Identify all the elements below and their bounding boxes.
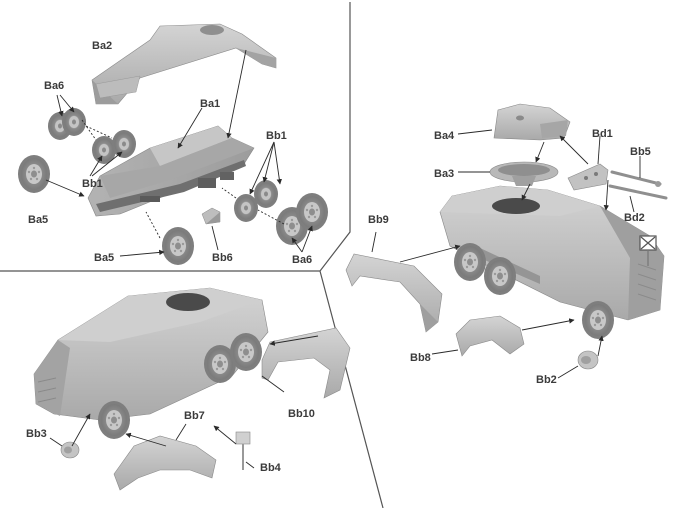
label-bb8: Bb8 bbox=[410, 352, 431, 364]
label-ba2: Ba2 bbox=[92, 40, 113, 52]
chassis-part-ba1 bbox=[87, 125, 255, 217]
panel-dividers bbox=[0, 2, 384, 508]
small-part-bb6 bbox=[201, 207, 221, 225]
label-bb4: Bb4 bbox=[260, 462, 281, 474]
label-bb9: Bb9 bbox=[368, 214, 389, 226]
turret-top-ba4 bbox=[493, 103, 571, 141]
fender-part-bb10 bbox=[261, 327, 351, 399]
label-ba3: Ba3 bbox=[434, 168, 455, 180]
label-bb3: Bb3 bbox=[26, 428, 47, 440]
label-bb10: Bb10 bbox=[288, 408, 315, 420]
hub-part-bb3 bbox=[60, 441, 80, 459]
armament-part-bd1 bbox=[567, 163, 609, 191]
label-ba5-bottom: Ba5 bbox=[94, 252, 115, 264]
fender-part-bb8 bbox=[455, 315, 525, 357]
hub-part-bb2 bbox=[577, 350, 599, 370]
fender-part-bb9 bbox=[345, 253, 443, 333]
vehicle-assembly-left bbox=[33, 287, 269, 439]
label-bb7: Bb7 bbox=[184, 410, 205, 422]
leader-lines bbox=[45, 49, 641, 469]
label-ba1: Ba1 bbox=[200, 98, 221, 110]
label-ba6-top: Ba6 bbox=[44, 80, 65, 92]
label-ba5-left: Ba5 bbox=[28, 214, 49, 226]
turret-base-ba3 bbox=[489, 161, 559, 186]
sign-part-bb4 bbox=[235, 431, 251, 470]
label-ba4: Ba4 bbox=[434, 130, 455, 142]
fender-part-bb7 bbox=[113, 435, 217, 491]
label-bb2: Bb2 bbox=[536, 374, 557, 386]
label-bb1-right: Bb1 bbox=[266, 130, 287, 142]
vehicle-assembly-right bbox=[439, 185, 665, 339]
label-bd2: Bd2 bbox=[624, 212, 645, 224]
label-bd1: Bd1 bbox=[592, 128, 613, 140]
label-ba6-bottom: Ba6 bbox=[292, 254, 313, 266]
label-bb1-left: Bb1 bbox=[82, 178, 103, 190]
label-bb6: Bb6 bbox=[212, 252, 233, 264]
hull-top-part-ba2 bbox=[91, 23, 277, 105]
label-bb5: Bb5 bbox=[630, 146, 651, 158]
gun-parts-bb5-bd2 bbox=[608, 170, 668, 200]
